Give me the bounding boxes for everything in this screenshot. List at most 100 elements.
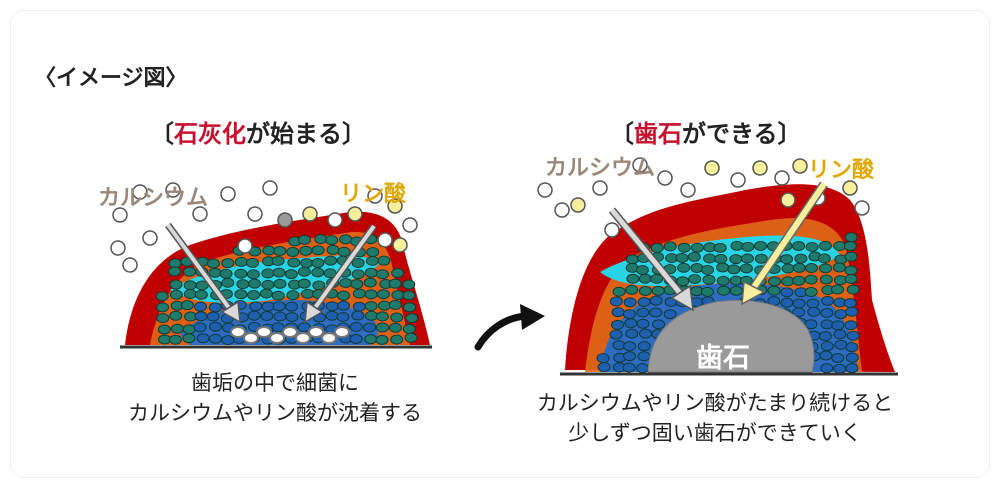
bacterium <box>817 253 831 264</box>
bacterium <box>261 268 275 279</box>
left-calcium-label: カルシウム <box>98 186 209 211</box>
left-bacteria-cluster <box>155 234 419 346</box>
bacterium <box>635 265 649 276</box>
bacterium <box>637 296 651 307</box>
bacterium <box>729 285 743 296</box>
bacterium <box>388 322 402 333</box>
bacterium <box>609 296 623 307</box>
bacterium <box>624 318 638 329</box>
particle <box>132 184 148 200</box>
bacterium <box>687 251 701 262</box>
bacterium <box>287 257 301 268</box>
bacterium <box>261 301 275 312</box>
bacterium <box>297 266 311 277</box>
bacterium <box>339 278 353 289</box>
bacterium <box>206 311 220 322</box>
bacterium <box>208 267 222 278</box>
bacterium <box>351 269 365 280</box>
bacterium <box>792 262 806 273</box>
right-particles <box>537 157 870 238</box>
particle <box>302 206 318 222</box>
particle <box>377 232 393 248</box>
bacterium <box>780 287 794 298</box>
bacterium <box>324 255 338 266</box>
bacterium <box>636 318 650 329</box>
bacterium <box>622 309 636 320</box>
bacterium <box>846 284 860 295</box>
bacterium <box>843 240 857 251</box>
bacterium <box>262 245 276 256</box>
bacterium <box>364 267 378 278</box>
bacterium <box>349 333 363 344</box>
bacterium <box>794 253 808 264</box>
bacterium <box>834 339 848 350</box>
panel-card <box>10 10 990 478</box>
bacterium <box>804 274 818 285</box>
bacterium <box>754 240 768 251</box>
bacterium <box>846 330 860 341</box>
bacterium <box>623 341 637 352</box>
bacterium <box>639 328 653 339</box>
bacterium <box>622 362 636 373</box>
left-particles <box>110 180 418 273</box>
bacterium <box>377 300 391 311</box>
bacterium <box>247 310 261 321</box>
right-caption: カルシウムやリン酸がたまり続けると 少しずつ固い歯石ができていく <box>536 391 894 445</box>
bacterium <box>221 277 235 288</box>
image-heading: 〈イメージ図〉 <box>34 66 188 91</box>
bacterium <box>637 341 651 352</box>
bacterium <box>156 313 170 324</box>
bacterium <box>183 280 197 291</box>
bacterium <box>727 264 741 275</box>
bacterium <box>652 319 666 330</box>
bacterium <box>301 288 315 299</box>
bacterium <box>246 269 260 280</box>
bacterium <box>352 288 366 299</box>
bacterium <box>168 334 182 345</box>
bacterium <box>714 253 728 264</box>
bacterium <box>405 313 419 324</box>
particle <box>402 217 418 233</box>
bacterium <box>730 240 744 251</box>
bacterium <box>375 334 389 345</box>
bacterium <box>261 279 275 290</box>
particle <box>604 222 620 238</box>
bacterium <box>364 301 378 312</box>
calcium-deposit <box>308 326 324 338</box>
particle <box>165 182 181 198</box>
particle <box>327 212 343 228</box>
bacterium <box>248 278 262 289</box>
particle <box>192 206 208 222</box>
bacterium <box>780 254 794 265</box>
bacterium <box>845 342 859 353</box>
bacterium <box>636 363 650 374</box>
bacterium <box>365 255 379 266</box>
bacterium <box>285 301 299 312</box>
bacterium <box>832 262 846 273</box>
bacterium <box>844 232 858 243</box>
bacterium <box>352 301 366 312</box>
particle <box>142 230 158 246</box>
bacterium <box>260 310 274 321</box>
bacterium <box>651 285 665 296</box>
bacterium <box>390 312 404 323</box>
bacterium <box>388 278 402 289</box>
bacterium <box>363 277 377 288</box>
bacterium <box>844 273 858 284</box>
bacterium <box>180 300 194 311</box>
bacterium <box>234 268 248 279</box>
particle <box>780 192 796 208</box>
bacterium <box>169 279 183 290</box>
bacterium <box>402 323 416 334</box>
left-caption: 歯垢の中で細菌に カルシウムやリン酸が沈着する <box>128 371 422 425</box>
bacterium <box>299 245 313 256</box>
bacterium <box>729 254 743 265</box>
bacterium <box>792 307 806 318</box>
bacterium <box>375 269 389 280</box>
bacterium <box>349 321 363 332</box>
bacterium <box>833 329 847 340</box>
bacterium <box>649 295 663 306</box>
left-panel-title: 〔石灰化が始まる〕 <box>150 120 366 148</box>
particle <box>112 207 128 223</box>
